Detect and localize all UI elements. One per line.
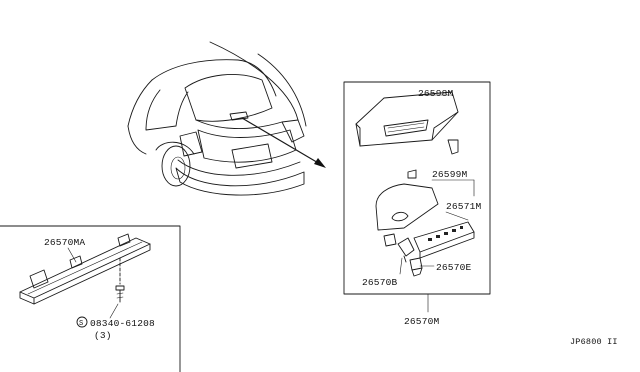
leader-screw (109, 303, 119, 319)
screw-08340-61208 (115, 257, 125, 303)
label-26570B: 26570B (362, 277, 398, 288)
label-26570M: 26570M (404, 316, 440, 327)
lamp-assembly-box (343, 81, 491, 295)
car-rear-illustration (127, 41, 307, 196)
label-26570MA: 26570MA (44, 237, 85, 248)
clip (407, 169, 417, 179)
bar-lamp-26570MA (19, 233, 151, 305)
label-26599M: 26599M (432, 169, 468, 180)
label-26598M: 26598M (418, 88, 454, 99)
leader-26571M (445, 211, 469, 221)
reference-code: JP6800 II (570, 337, 618, 347)
screw-symbol-circle (76, 316, 88, 328)
reference-arrow (241, 117, 326, 168)
circuit-board-26571M (413, 221, 475, 259)
label-screw-qty: (3) (94, 330, 112, 341)
label-26570E: 26570E (436, 262, 472, 273)
leader-26570MA (67, 247, 77, 263)
socket-26570E (409, 257, 423, 277)
lens-housing-26598M (355, 91, 459, 155)
reflector-body-26599M (375, 183, 439, 247)
label-screw-part: 08340-61208 (90, 318, 155, 329)
label-26571M: 26571M (446, 201, 482, 212)
leader-26570B (399, 257, 403, 275)
bar-lamp-box (0, 225, 181, 372)
bulb-26570B (397, 237, 415, 263)
screw-symbol-letter: S (79, 320, 83, 328)
